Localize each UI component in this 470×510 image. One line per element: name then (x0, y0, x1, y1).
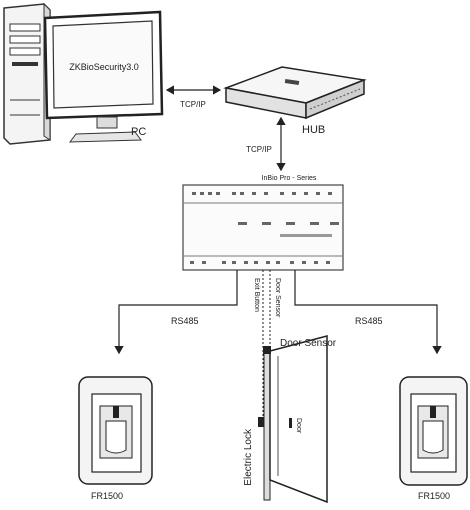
pc-hub-link-label: TCP/IP (180, 100, 206, 109)
hub-device (223, 66, 367, 120)
right-bus-label: RS485 (355, 316, 383, 326)
door (258, 335, 328, 504)
left-fr1500-reader (78, 376, 153, 485)
left-rs485-bus (114, 270, 238, 355)
left-reader-label: FR1500 (91, 491, 123, 501)
right-fr1500-reader (399, 376, 468, 486)
hub-panel-link-label: TCP/IP (246, 145, 272, 154)
exit-button-wire-label: Exit Button (253, 278, 260, 312)
hub-label: HUB (302, 124, 325, 136)
right-reader-label: FR1500 (418, 491, 450, 501)
door-sign: Door (295, 418, 302, 434)
panel-title: InBio Pro - Series (262, 175, 317, 182)
right-rs485-bus (294, 270, 442, 355)
pc-label: PC (131, 126, 146, 138)
pc-tower (3, 2, 51, 145)
door-sensor-label: Door Sensor (280, 338, 337, 349)
door-sensor-wire-label: Door Sensor (274, 278, 281, 318)
inbio-panel (182, 184, 344, 271)
left-bus-label: RS485 (171, 316, 199, 326)
pc-monitor (43, 10, 164, 143)
electric-lock-label: Electric Lock (243, 428, 254, 486)
pc-screen-text: ZKBioSecurity3.0 (69, 62, 139, 72)
